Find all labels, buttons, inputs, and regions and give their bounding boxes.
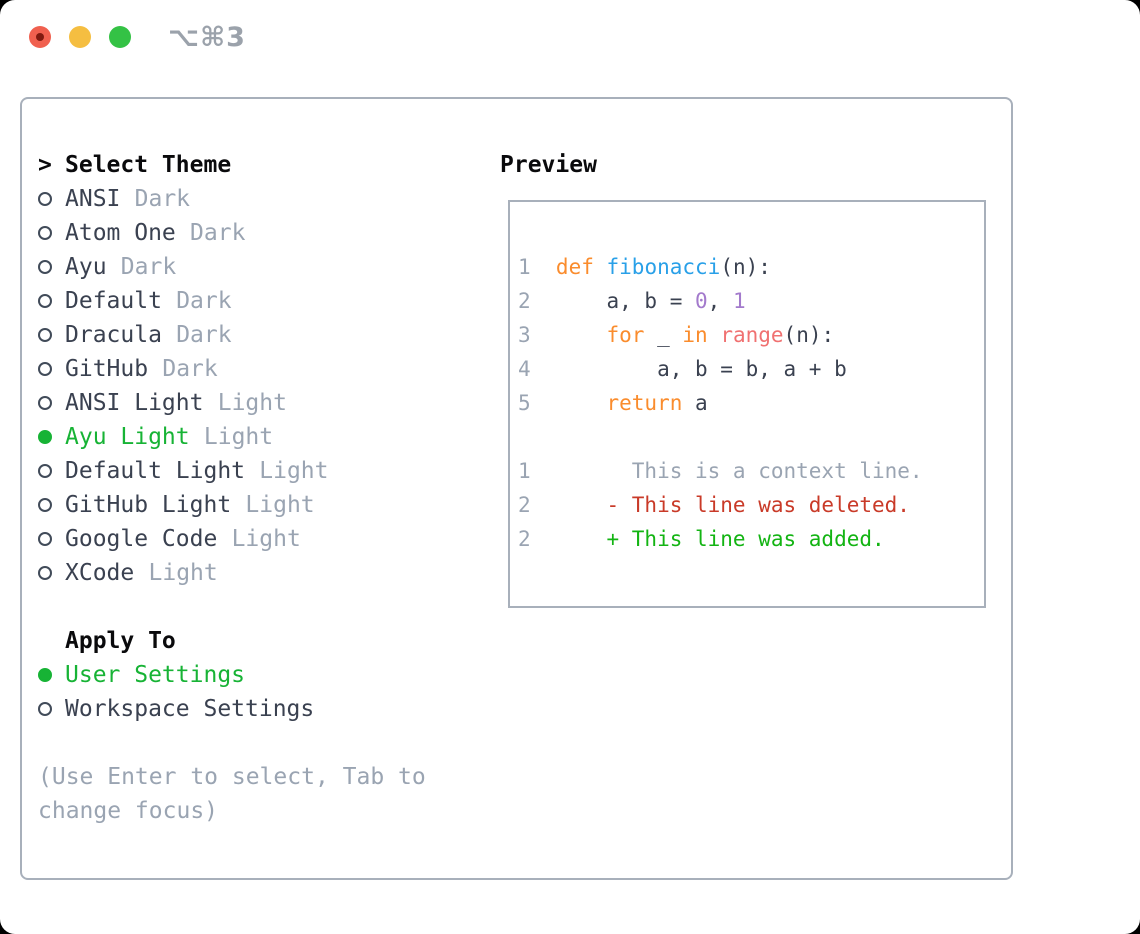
close-dot-icon (36, 33, 44, 41)
line-number: 4 (518, 357, 531, 381)
theme-variant: Dark (134, 186, 191, 212)
line-number: 5 (518, 391, 531, 415)
theme-name: Dracula (65, 322, 162, 348)
prompt-chevron-icon: > (38, 152, 52, 178)
code-line: 4 a, b = b, a + b (518, 352, 976, 386)
help-text-line-1: (Use Enter to select, Tab to (38, 764, 426, 790)
apply-option-label: Workspace Settings (65, 696, 315, 722)
theme-name: Google Code (65, 526, 218, 552)
radio-icon (38, 702, 52, 716)
theme-name: ANSI Light (65, 390, 204, 416)
radio-icon (38, 396, 52, 410)
theme-option-xcode[interactable]: XCode Light (38, 556, 426, 590)
theme-option-ansi[interactable]: ANSI Dark (38, 182, 426, 216)
titlebar: ⌥⌘3 (0, 0, 1140, 74)
line-number: 2 (518, 493, 531, 517)
code-line: 1 This is a context line. (518, 454, 976, 488)
apply-option-user-settings[interactable]: User Settings (38, 658, 426, 692)
theme-variant: Dark (176, 322, 232, 348)
line-number: 3 (518, 323, 531, 347)
line-number: 2 (518, 289, 531, 313)
theme-option-dracula[interactable]: Dracula Dark (38, 318, 426, 352)
code-line (518, 420, 976, 454)
minimize-button[interactable] (69, 26, 91, 48)
line-number: 1 (518, 255, 531, 279)
theme-option-ayu-light[interactable]: Ayu Light Light (38, 420, 426, 454)
radio-icon (38, 192, 52, 206)
radio-icon (38, 566, 52, 580)
theme-list-header: > Select Theme (38, 148, 426, 182)
line-number: 2 (518, 527, 531, 551)
theme-name: Atom One (65, 220, 176, 246)
code-line: 3 for _ in range(n): (518, 318, 976, 352)
radio-icon (38, 464, 52, 478)
theme-name: Ayu (65, 254, 107, 280)
radio-selected-icon (38, 430, 52, 444)
theme-option-ayu[interactable]: Ayu Dark (38, 250, 426, 284)
code-line: 5 return a (518, 386, 976, 420)
help-text-line-2: change focus) (38, 798, 219, 824)
radio-icon (38, 532, 52, 546)
theme-variant: Light (245, 492, 315, 518)
theme-variant: Light (217, 390, 287, 416)
theme-name: XCode (65, 560, 135, 586)
theme-name: GitHub Light (65, 492, 232, 518)
apply-to-header: Apply To (38, 624, 426, 658)
zoom-button[interactable] (109, 26, 131, 48)
theme-variant: Dark (120, 254, 177, 280)
theme-option-default[interactable]: Default Dark (38, 284, 426, 318)
theme-option-github-light[interactable]: GitHub Light Light (38, 488, 426, 522)
theme-name: ANSI (65, 186, 121, 212)
radio-icon (38, 294, 52, 308)
apply-option-workspace-settings[interactable]: Workspace Settings (38, 692, 426, 726)
window-title: ⌥⌘3 (168, 22, 246, 53)
theme-variant: Light (203, 424, 274, 450)
theme-option-ansi-light[interactable]: ANSI Light Light (38, 386, 426, 420)
theme-option-default-light[interactable]: Default Light Light (38, 454, 426, 488)
theme-variant: Light (259, 458, 329, 484)
code-line: 2 a, b = 0, 1 (518, 284, 976, 318)
apply-to-header-label: Apply To (65, 628, 176, 654)
theme-variant: Light (148, 560, 218, 586)
theme-option-github[interactable]: GitHub Dark (38, 352, 426, 386)
theme-name: GitHub (65, 356, 149, 382)
radio-icon (38, 328, 52, 342)
code-line: 2 + This line was added. (518, 522, 976, 556)
preview-header: Preview (500, 152, 597, 178)
apply-option-label: User Settings (65, 662, 246, 688)
theme-name: Default Light (65, 458, 246, 484)
theme-variant: Dark (190, 220, 246, 246)
radio-selected-icon (38, 668, 52, 682)
theme-variant: Light (231, 526, 301, 552)
close-button[interactable] (29, 26, 51, 48)
theme-name: Default (65, 288, 162, 314)
radio-icon (38, 226, 52, 240)
radio-icon (38, 498, 52, 512)
radio-icon (38, 260, 52, 274)
theme-list-header-label: Select Theme (65, 152, 232, 178)
theme-variant: Dark (162, 356, 218, 382)
theme-variant: Dark (176, 288, 232, 314)
theme-option-atom-one[interactable]: Atom One Dark (38, 216, 426, 250)
code-line: 2 - This line was deleted. (518, 488, 976, 522)
theme-name: Ayu Light (65, 424, 190, 450)
radio-icon (38, 362, 52, 376)
theme-option-google-code[interactable]: Google Code Light (38, 522, 426, 556)
line-number: 1 (518, 459, 531, 483)
